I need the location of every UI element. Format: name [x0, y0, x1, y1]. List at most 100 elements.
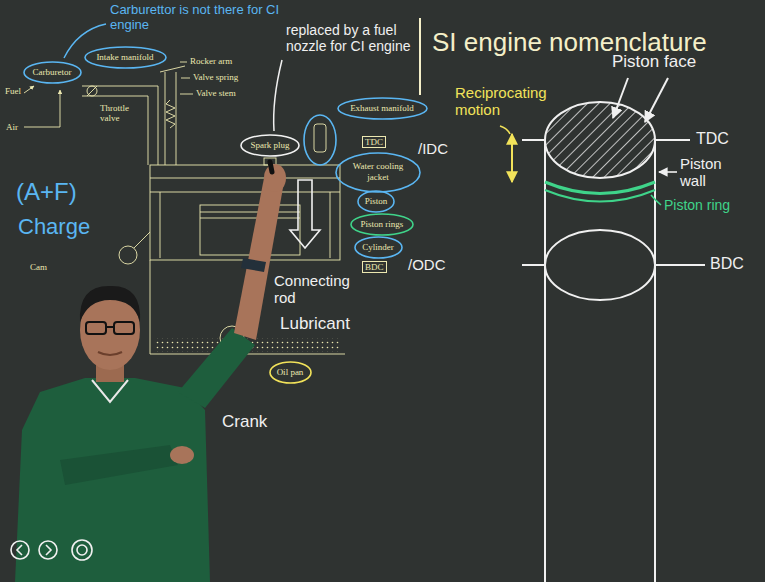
engine-figure [181, 78, 190, 79]
engine-figure [150, 260, 151, 354]
charge-note: Charge [18, 214, 90, 239]
engine-figure [82, 86, 158, 165]
circled-part: Exhaust manifold [337, 97, 428, 120]
dead-centre-label: BDC [710, 255, 744, 273]
piston-sketch [544, 140, 546, 582]
dead-centre-label: BDC [362, 261, 387, 273]
part-text: Piston rings [361, 219, 404, 230]
part-text: Piston [365, 196, 388, 207]
lecturer-figure [114, 322, 134, 334]
part-text: Spark plug [250, 140, 289, 151]
engine-figure [150, 165, 340, 260]
part-text: Oil pan [277, 367, 304, 378]
part-name: Rocker arm [190, 56, 232, 66]
engine-figure [176, 72, 177, 165]
circle-outline [355, 237, 402, 258]
engine-figure [150, 178, 340, 179]
part-name: Fuel [5, 86, 21, 96]
piston-sketch [654, 140, 656, 582]
part-name: Piston ring [664, 197, 730, 213]
part-name: Piston face [612, 52, 696, 72]
part-name: Crank [222, 412, 267, 432]
engine-figure [200, 212, 300, 213]
circle-outline [24, 62, 81, 83]
circled-part: Oil pan [269, 361, 312, 384]
lecturer-figure [15, 378, 210, 582]
engine-figure [200, 218, 300, 219]
board-annotations [64, 18, 420, 248]
charge-note: (A+F) [16, 178, 77, 206]
part-name: Valve spring [193, 72, 238, 82]
part-name: Intake manifold [96, 52, 153, 63]
board-annotations [304, 115, 336, 165]
dead-centre-note: /IDC [418, 140, 448, 157]
engine-figure [180, 94, 193, 95]
player-controls [39, 541, 57, 559]
piston-sketch [545, 182, 655, 194]
board-annotations [290, 180, 320, 248]
part-text: Intake manifold [96, 52, 153, 63]
lecturer-figure [264, 164, 286, 192]
lecturer-figure [80, 286, 140, 322]
motion-note: Reciprocating motion [455, 84, 575, 119]
circle-outline [241, 135, 299, 156]
piston-sketch [655, 139, 690, 141]
lecturer-figure [106, 326, 114, 328]
circle-outline [336, 153, 420, 192]
engine-figure [134, 232, 150, 248]
engine-figure [87, 86, 97, 96]
part-name: Piston [365, 196, 388, 207]
part-text: Exhaust manifold [350, 103, 414, 114]
part-name: Spark plug [250, 140, 289, 151]
engine-figure [24, 62, 345, 354]
player-controls [11, 541, 29, 559]
engine-figure [200, 205, 300, 255]
player-controls [17, 545, 22, 555]
circled-part: Spark plug [240, 134, 300, 157]
part-text: Carburetor [33, 67, 72, 78]
part-name: Air [6, 122, 18, 132]
circle-outline [351, 214, 413, 235]
circled-part: Carburetor [23, 61, 82, 84]
lecturer-figure [178, 328, 255, 408]
part-name: Cam [30, 262, 47, 272]
engine-figure [165, 72, 166, 165]
player-controls [46, 545, 51, 555]
lecturer-figure [98, 352, 122, 355]
piston-sketch [545, 190, 655, 202]
lecturer-figure [92, 380, 128, 402]
circle-outline [338, 98, 427, 119]
circled-part: Intake manifold [84, 46, 167, 69]
lecturer-figure [170, 446, 194, 464]
piston-sketch [500, 126, 510, 134]
part-text: Water cooling jacket [348, 161, 408, 183]
piston-sketch [545, 102, 655, 178]
engine-figure [160, 192, 161, 258]
dead-centre-label: TDC [362, 136, 386, 148]
engine-figure [160, 66, 185, 72]
player-controls [72, 540, 92, 560]
engine-figure [330, 192, 331, 258]
engine-figure [166, 100, 175, 128]
piston-sketch [659, 171, 677, 173]
lecturer-figure [15, 162, 286, 582]
part-name: Connecting rod [274, 272, 358, 307]
part-name: Cylinder [362, 242, 394, 253]
part-name: Carburetor [33, 67, 72, 78]
engine-figure [24, 90, 60, 127]
circled-part: Cylinder [354, 236, 403, 259]
lecturer-figure [234, 178, 284, 340]
lecturer-figure [270, 162, 272, 172]
lecturer-figure [60, 445, 178, 485]
engine-figure [82, 96, 148, 165]
engine-figure [119, 246, 137, 264]
part-name: Exhaust manifold [350, 103, 414, 114]
piston-sketch [651, 195, 661, 205]
board-annotations [274, 60, 282, 131]
piston-sketch [522, 139, 545, 141]
circled-part: Water cooling jacket [335, 152, 421, 193]
part-name: Oil pan [277, 367, 304, 378]
